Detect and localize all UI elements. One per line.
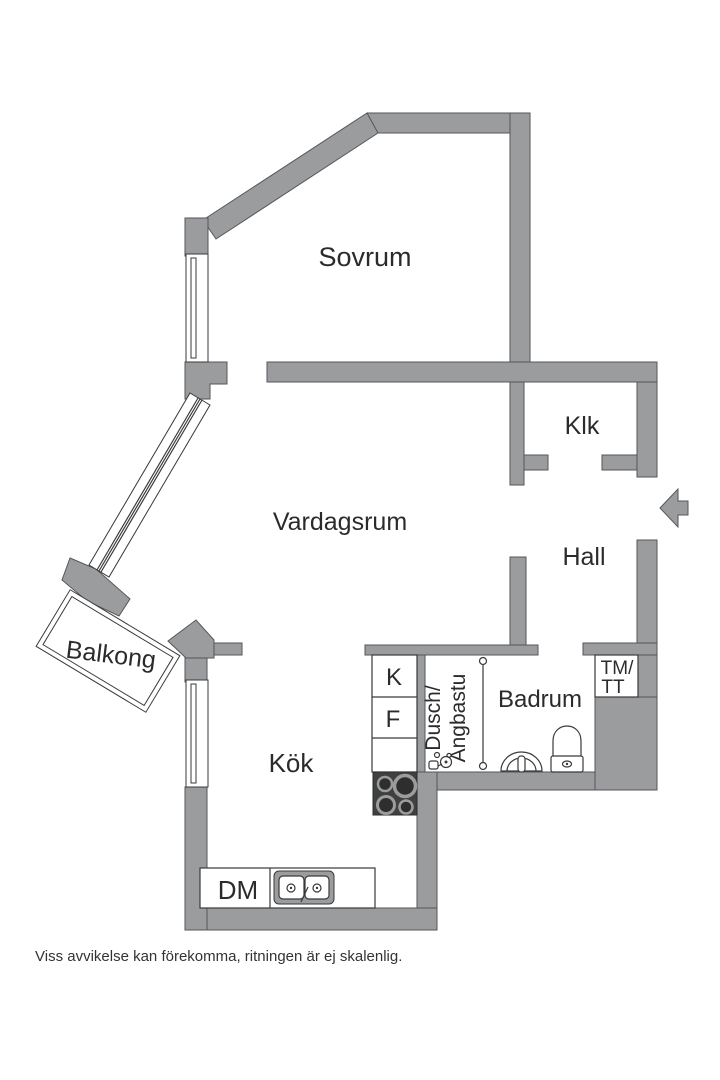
wall-tmtt-top [582, 642, 658, 656]
shower-partition-hinge-bottom [478, 761, 488, 771]
room-label-klk: Klk [565, 412, 600, 440]
room-label-dusch-line2: Ångbastu [447, 674, 470, 763]
room-label-badrum: Badrum [498, 686, 582, 713]
wall-hall-vardagsrum [509, 556, 527, 656]
wall-klk-left [509, 381, 525, 486]
wall-sovrum-vardagsrum-divider [266, 361, 658, 383]
wall-sovrum-right [509, 112, 531, 363]
windows [88, 253, 211, 788]
label-washer: TM/ [601, 658, 634, 679]
sovrum-window [185, 253, 209, 363]
room-label-vardagsrum: Vardagsrum [273, 508, 407, 536]
balcony-window-pane-2 [98, 398, 201, 572]
room-label-dusch-line1: Dusch/ [422, 685, 445, 751]
sink-drain-right-dot [315, 886, 319, 890]
room-label-hall: Hall [562, 543, 605, 571]
wall-below-sovrum-window [184, 361, 228, 400]
labels: Sovrum Klk Vardagsrum Hall Balkong Kök B… [64, 242, 634, 905]
wall-klk-left-stub [523, 454, 549, 471]
balcony-inner-rail [42, 595, 174, 707]
burner-small-top-left [376, 775, 394, 793]
shower-head-icon [428, 751, 453, 770]
shower-partition-hinge-top [478, 656, 488, 666]
wall-sovrum-top [366, 112, 531, 134]
balcony-window-pane-3 [100, 399, 203, 573]
sink-drain-left-dot [289, 886, 293, 890]
room-label-sovrum: Sovrum [318, 242, 411, 272]
sovrum-window-sash [190, 257, 197, 359]
kitchen-fixtures [199, 654, 418, 909]
walls [61, 112, 658, 931]
sink-drain-left [286, 883, 296, 893]
balcony [35, 589, 181, 713]
fridge-freezer-column [371, 654, 418, 773]
burner-small-bottom-right [398, 799, 414, 815]
entry-arrow-icon [659, 487, 689, 529]
label-dishwasher: DM [218, 875, 258, 905]
bathroom-fixtures [428, 654, 639, 773]
kitchen-window [185, 679, 209, 788]
wall-tmtt-block [594, 696, 658, 791]
wall-sovrum-diagonal [202, 112, 379, 240]
label-dryer: TT [601, 677, 625, 698]
wall-badrum-top [364, 644, 539, 656]
wall-kitchen-corner-chunk [167, 619, 215, 659]
wall-klk-right [636, 381, 658, 478]
disclaimer-text: Viss avvikelse kan förekomma, ritningen … [35, 948, 402, 965]
kitchen-window-sash [190, 683, 197, 784]
label-freezer: F [386, 706, 401, 733]
label-fridge: K [386, 664, 402, 691]
wall-left-upper [184, 217, 209, 257]
room-label-kok: Kök [269, 748, 315, 778]
wall-kitchen-right [416, 771, 438, 931]
washer-dryer-closet [594, 654, 639, 698]
balcony-window-pane-1 [96, 397, 199, 571]
burner-large-top-right [392, 773, 418, 799]
toilet [550, 725, 584, 773]
wall-klk-right-stub [601, 454, 638, 471]
sink-faucet [300, 886, 309, 903]
washbasin [500, 751, 543, 773]
wall-kitchen-bottom [184, 907, 438, 931]
sink-drain-right [312, 883, 322, 893]
wall-hall-right [636, 539, 658, 698]
burner-medium-bottom-left [376, 795, 396, 815]
